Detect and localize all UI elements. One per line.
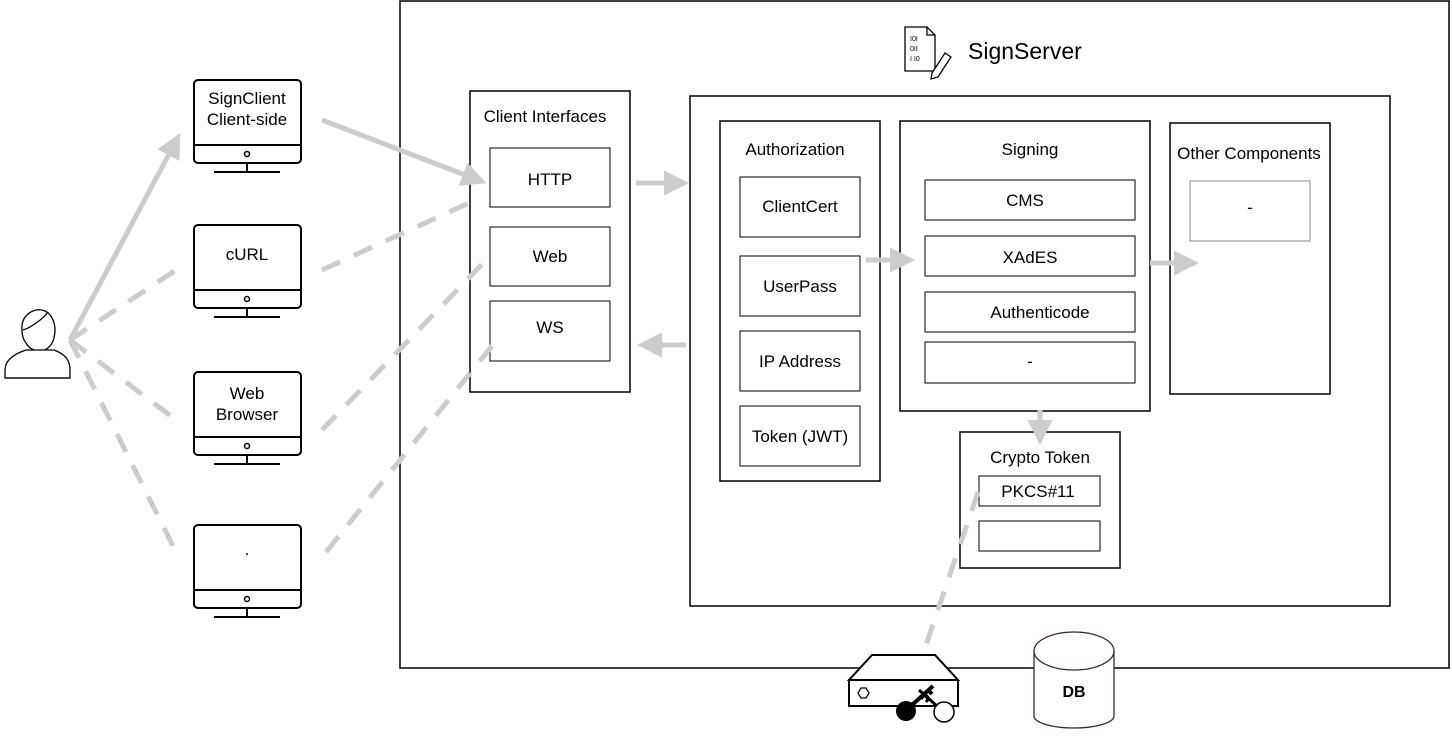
- auth-ipaddress-label: IP Address: [759, 352, 841, 371]
- auth-ipaddress-box: IP Address: [739, 330, 861, 392]
- interface-http-label: HTTP: [528, 170, 572, 189]
- client-webbrowser-line1: Web: [230, 384, 265, 403]
- connector-user-curl: [68, 267, 178, 343]
- authorization-title: Authorization: [745, 140, 844, 159]
- auth-token-label: Token (JWT): [752, 427, 848, 446]
- signing-authenticode-box: Authenticode: [924, 291, 1136, 333]
- interface-ws-box: WS: [489, 300, 611, 362]
- signing-xades-box: XAdES: [924, 235, 1136, 277]
- monitor-curl: [193, 224, 302, 318]
- signing-cms-box: CMS: [924, 179, 1136, 221]
- svg-text:I0I: I0I: [910, 36, 918, 43]
- svg-text:0II: 0II: [910, 46, 918, 53]
- other-components-title: Other Components: [1177, 144, 1321, 163]
- client-curl-line1: cURL: [226, 245, 269, 264]
- client-signclient-line1: SignClient: [208, 89, 286, 108]
- database-icon: [1033, 631, 1115, 729]
- auth-userpass-box: UserPass: [739, 255, 861, 317]
- crypto-pkcs11-box: PKCS#11: [978, 475, 1101, 507]
- db-label: DB: [1062, 684, 1085, 701]
- signing-placeholder-label: -: [1027, 352, 1033, 371]
- auth-clientcert-box: ClientCert: [739, 176, 861, 238]
- signing-cms-label: CMS: [1006, 191, 1044, 210]
- client-signclient-line2: Client-side: [207, 110, 287, 129]
- monitor-other: [193, 524, 302, 618]
- signserver-title: SignServer: [968, 38, 1082, 64]
- other-component-box: -: [1189, 180, 1311, 242]
- connector-user-signclient: [67, 133, 181, 342]
- client-webbrowser-line2: Browser: [216, 405, 279, 424]
- interface-web-box: Web: [489, 226, 611, 287]
- signing-placeholder-box: -: [924, 341, 1136, 384]
- connector-signclient-http: [321, 117, 487, 186]
- user-icon: [4, 309, 71, 379]
- signing-title: Signing: [1002, 140, 1059, 159]
- crypto-pkcs11-label: PKCS#11: [1001, 482, 1074, 501]
- interface-web-label: Web: [533, 247, 568, 266]
- connector-pkcs11-hsm: [922, 491, 981, 649]
- connector-user-other: [67, 338, 179, 554]
- connector-other-ws: [324, 344, 494, 554]
- auth-token-box: Token (JWT): [739, 405, 861, 467]
- monitor-webbrowser: [193, 371, 302, 465]
- hsm-key-icon: [846, 654, 961, 723]
- document-pen-icon: I0I 0II I I0: [904, 26, 952, 80]
- connector-curl-http: [320, 195, 482, 273]
- interface-http-box: HTTP: [489, 147, 611, 208]
- monitor-signclient: [193, 79, 302, 173]
- other-components-panel: [1169, 122, 1331, 395]
- connector-user-browser: [68, 338, 178, 422]
- other-component-label: -: [1247, 198, 1253, 217]
- client-other-line1: .: [245, 540, 250, 559]
- client-interfaces-title: Client Interfaces: [484, 107, 607, 126]
- auth-clientcert-label: ClientCert: [762, 197, 838, 216]
- crypto-empty-box: [978, 520, 1101, 552]
- interface-ws-label: WS: [536, 318, 563, 337]
- signing-xades-label: XAdES: [1003, 248, 1058, 267]
- auth-userpass-label: UserPass: [763, 277, 837, 296]
- signing-authenticode-label: Authenticode: [990, 303, 1089, 322]
- svg-text:I I0: I I0: [910, 56, 920, 63]
- connector-browser-web: [320, 254, 492, 432]
- crypto-token-title: Crypto Token: [990, 448, 1090, 467]
